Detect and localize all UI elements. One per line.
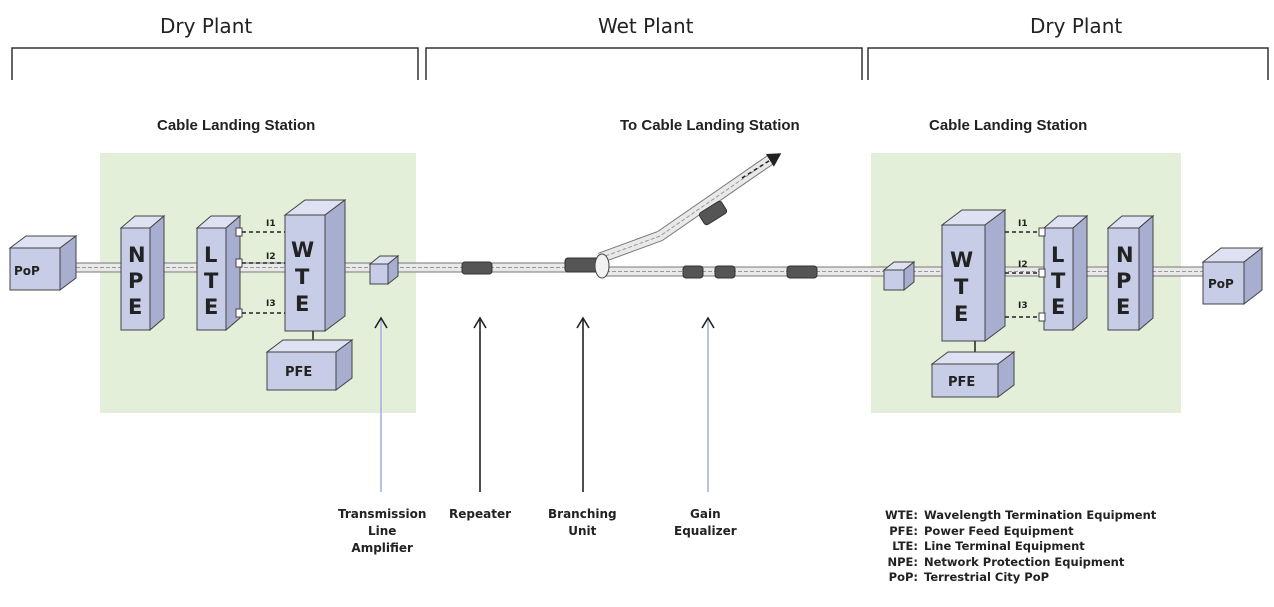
legend-text: Line Terminal Equipment (924, 539, 1085, 553)
wte-right-letter-3: E (954, 302, 968, 326)
legend-abbr: NPE: (887, 554, 918, 569)
legend-text: Network Protection Equipment (924, 554, 1125, 569)
branching-unit (564, 253, 610, 279)
lte-right-letter-3: E (1051, 295, 1065, 319)
npe-right-letter-2: P (1116, 269, 1131, 293)
lte-right (1038, 214, 1089, 332)
legend-abbr: PFE: (889, 523, 918, 538)
tla-callout-line-1: Transmission (338, 507, 427, 521)
wte-right (940, 209, 1007, 342)
bracket-dry-left (11, 47, 419, 80)
npe-right (1106, 214, 1155, 332)
pfe-right (930, 341, 1016, 398)
branch-repeater (698, 200, 728, 226)
legend-row: PoP: Terrestrial City PoP (868, 570, 1156, 586)
wte-right-letter-2: T (954, 275, 969, 299)
wte-left (283, 199, 347, 332)
lte-left-letter-2: T (204, 269, 219, 293)
wte-right-letter-1: W (950, 248, 973, 272)
branching-callout-line-1: Branching (548, 507, 617, 521)
pop-right-label: PoP (1208, 277, 1234, 291)
lte-right-letter-1: L (1051, 243, 1064, 267)
pop-left-label: PoP (14, 264, 40, 278)
lte-left (195, 214, 243, 332)
pfe-left (265, 331, 354, 391)
wet-plant-label: Wet Plant (598, 14, 694, 38)
legend-text: Wavelength Termination Equipment (924, 508, 1157, 522)
section-brackets (11, 47, 1269, 80)
dry-plant-left-label: Dry Plant (160, 14, 253, 38)
pfe-left-label: PFE (285, 365, 312, 380)
wte-left-letter-1: W (291, 238, 314, 262)
pop-left (8, 235, 78, 291)
legend-row: PFE: Power Feed Equipment (868, 524, 1156, 540)
lte-left-letter-3: E (204, 295, 218, 319)
npe-left-letter-2: P (128, 269, 143, 293)
npe-right-letter-3: E (1116, 295, 1130, 319)
legend-abbr: WTE: (885, 508, 918, 522)
branch-cable (598, 153, 782, 264)
branch-arrow (741, 153, 782, 179)
port-right-3: I3 (1018, 301, 1028, 311)
port-left-3: I3 (266, 299, 276, 309)
legend-text: Power Feed Equipment (924, 523, 1074, 538)
tla-callout-line-3: Amplifier (351, 541, 413, 555)
gain-callout-line-1: Gain (690, 507, 721, 521)
bracket-wet (425, 47, 863, 80)
legend-row: NPE: Network Protection Equipment (868, 555, 1156, 571)
tla-callout: Transmission Line Amplifier (338, 506, 426, 557)
repeater-callout: Repeater (449, 506, 511, 523)
legend: WTE: Wavelength Termination Equipment PF… (868, 508, 1156, 586)
tla-box-left (368, 254, 400, 286)
legend-row: WTE: Wavelength Termination Equipment (868, 508, 1156, 524)
bracket-dry-right (867, 47, 1269, 80)
left-port-links (242, 231, 285, 314)
port-left-2: I2 (266, 252, 276, 262)
gain-callout: Gain Equalizer (674, 506, 737, 540)
port-right-2: I2 (1018, 260, 1028, 270)
gain-equalizer-units (682, 265, 818, 279)
repeater-callout-line-1: Repeater (449, 507, 511, 521)
legend-abbr: PoP: (888, 570, 918, 584)
callout-arrows (374, 316, 715, 492)
wte-left-letter-2: T (295, 265, 310, 289)
npe-right-letter-1: N (1116, 243, 1134, 267)
legend-text: Terrestrial City PoP (924, 570, 1050, 584)
left-station-title: Cable Landing Station (157, 117, 316, 134)
branching-callout-line-2: Unit (568, 524, 597, 538)
right-station-title: Cable Landing Station (929, 117, 1088, 134)
branching-callout: Branching Unit (548, 506, 617, 540)
lte-right-letter-2: T (1051, 269, 1066, 293)
npe-left-letter-1: N (128, 243, 146, 267)
repeater-unit (461, 261, 493, 275)
wte-left-letter-3: E (295, 292, 309, 316)
dry-plant-right-label: Dry Plant (1030, 14, 1123, 38)
npe-left-letter-3: E (128, 295, 142, 319)
legend-row: LTE: Line Terminal Equipment (868, 539, 1156, 555)
legend-abbr: LTE: (892, 539, 918, 553)
lte-left-letter-1: L (204, 243, 217, 267)
tla-box-right (882, 260, 916, 292)
branch-destination-title: To Cable Landing Station (620, 117, 800, 134)
npe-left (119, 214, 166, 332)
port-right-1: I1 (1018, 219, 1028, 229)
port-left-1: I1 (266, 219, 276, 229)
pop-right (1201, 246, 1264, 306)
pfe-right-label: PFE (948, 375, 975, 390)
gain-callout-line-2: Equalizer (674, 524, 737, 538)
tla-callout-line-2: Line (367, 524, 397, 538)
